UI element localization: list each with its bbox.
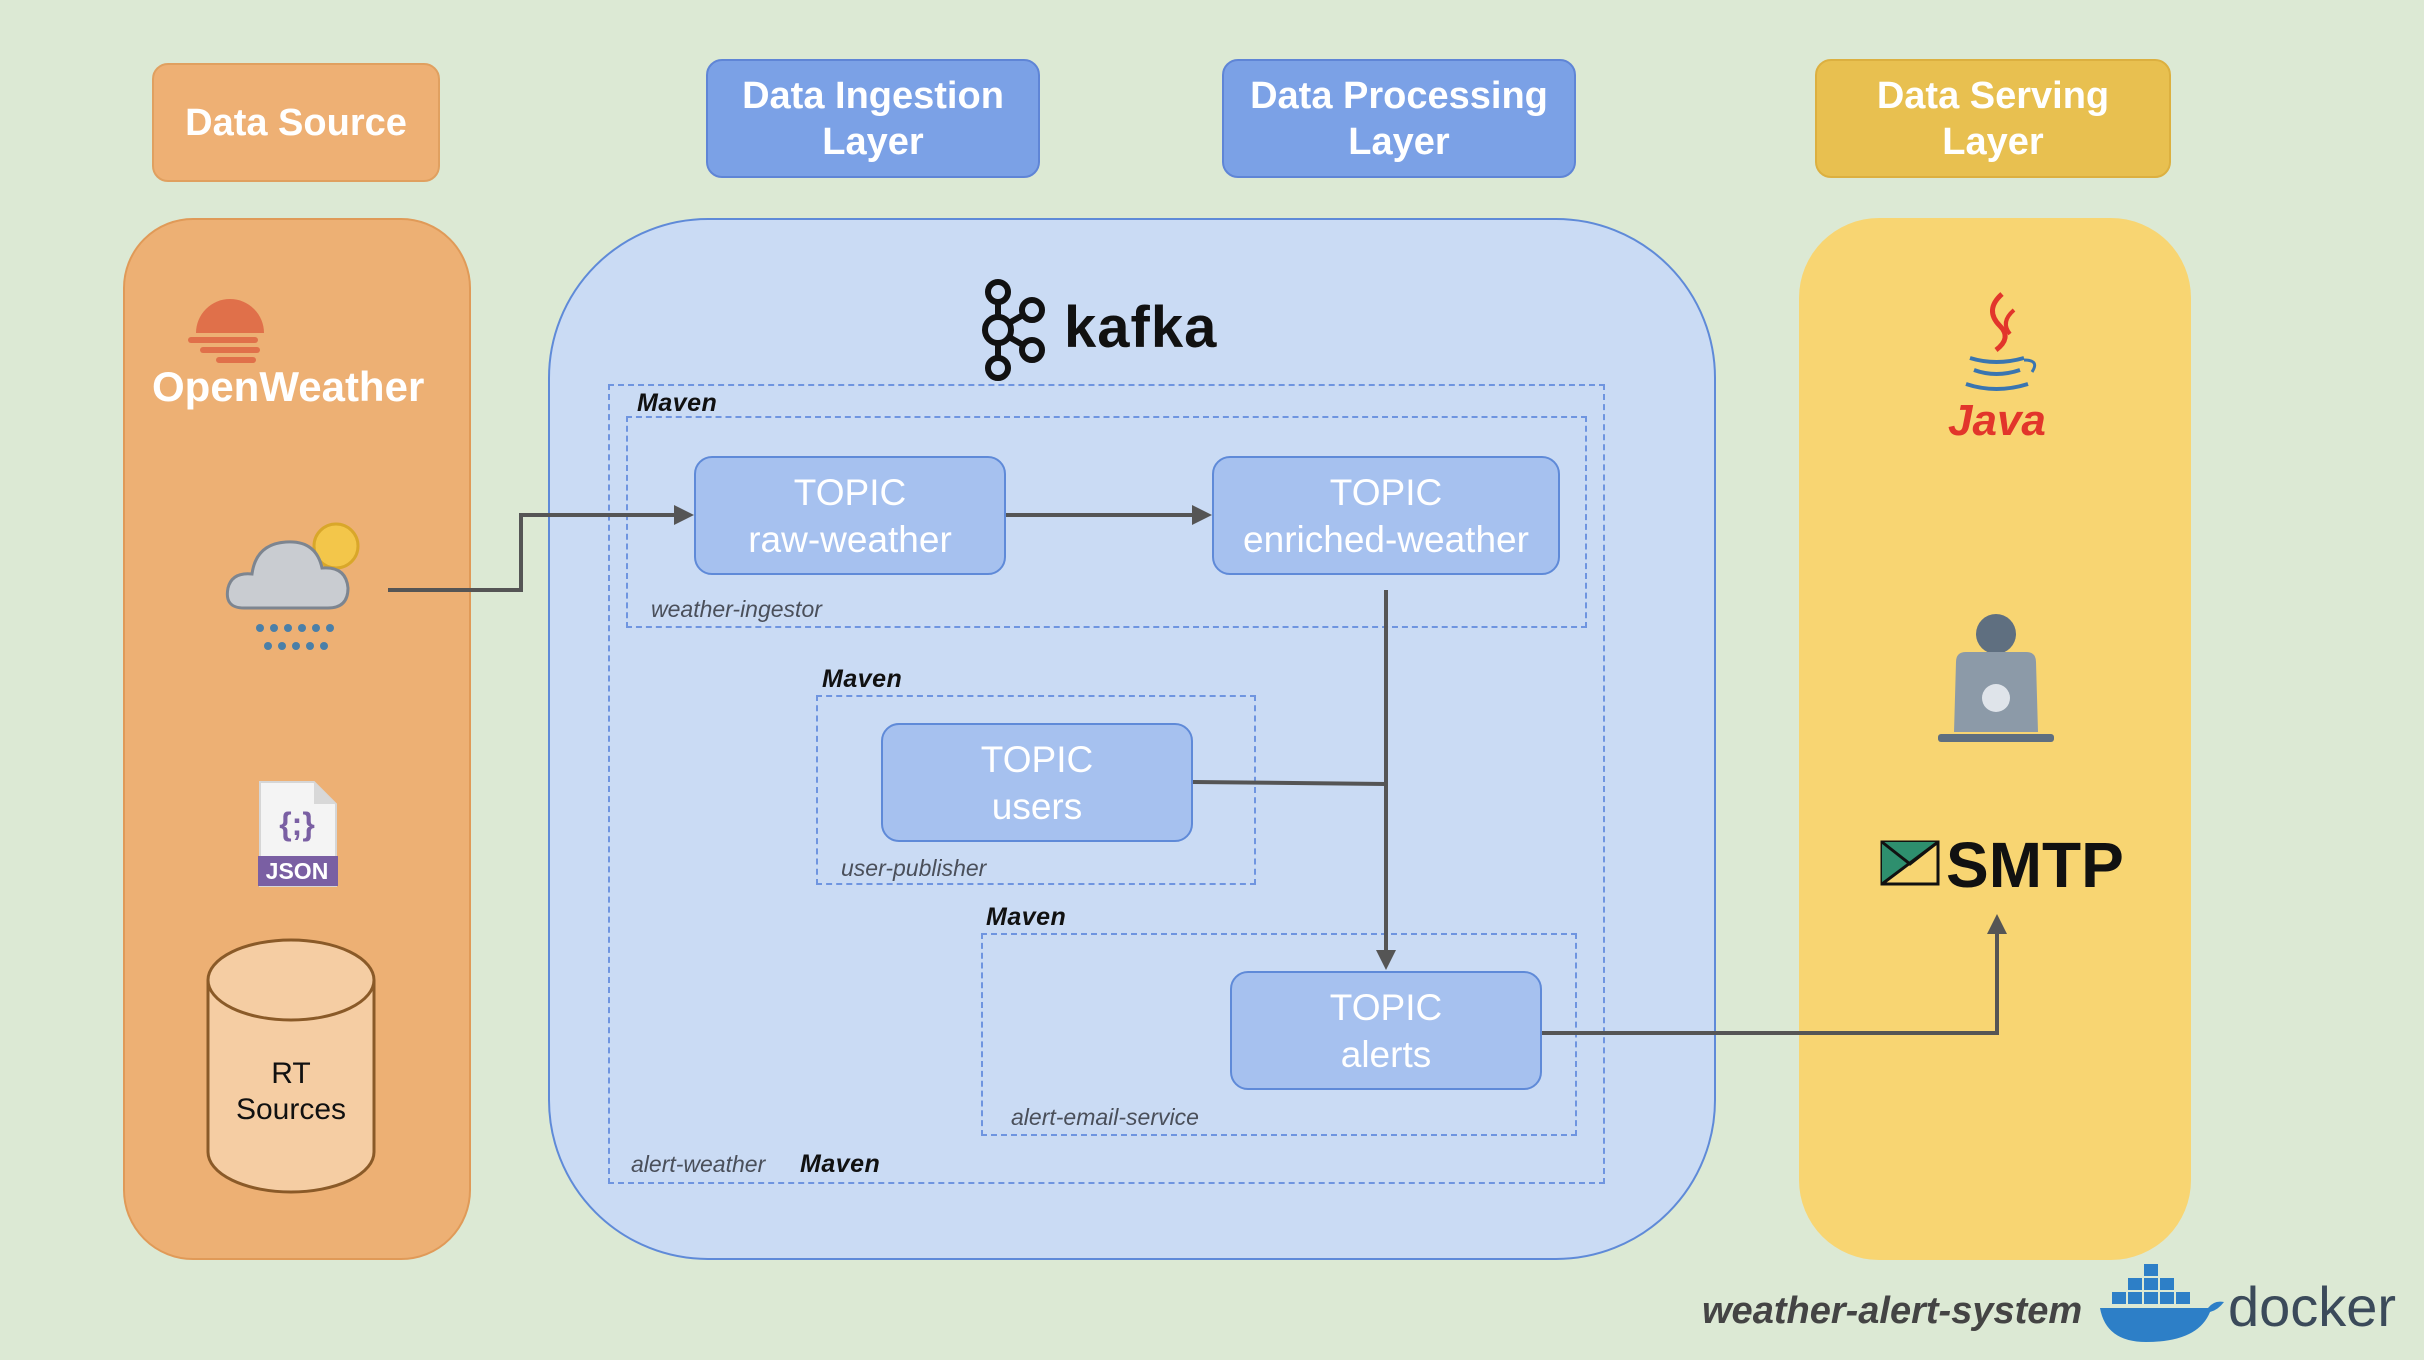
topic-name: enriched-weather bbox=[1243, 518, 1529, 560]
topic-word: TOPIC bbox=[980, 738, 1094, 780]
maven-label: Maven bbox=[637, 389, 718, 417]
kafka-logo-icon bbox=[982, 279, 1045, 381]
topic-word: TOPIC bbox=[1329, 471, 1443, 513]
topic-word: TOPIC bbox=[793, 471, 907, 513]
java-logo: Java bbox=[1944, 290, 2048, 456]
java-label: Java bbox=[1948, 396, 2046, 445]
rt-sources-label: RT Sources bbox=[235, 1057, 347, 1126]
topic-raw-weather: TOPIC raw-weather bbox=[694, 456, 1006, 575]
service-name-alert-email-service: alert-email-service bbox=[1011, 1104, 1199, 1130]
weather-ingestor-service-box bbox=[626, 416, 1587, 628]
arrow-alerts-to-smtp bbox=[1542, 914, 2007, 1035]
smtp-label: SMTP bbox=[1946, 829, 2124, 901]
topic-word: TOPIC bbox=[1329, 986, 1443, 1028]
maven-label: Maven bbox=[800, 1150, 881, 1178]
maven-label: Maven bbox=[822, 665, 903, 693]
connector-users-to-join bbox=[1192, 780, 1387, 786]
rt-sources-database: RT Sources bbox=[206, 938, 376, 1196]
docker-label: docker bbox=[2228, 1275, 2397, 1338]
topic-name: alerts bbox=[1340, 1033, 1432, 1075]
database-cylinder-icon bbox=[206, 938, 376, 1194]
service-name-alert-weather: alert-weather bbox=[631, 1151, 766, 1177]
kafka-logo: kafka bbox=[976, 278, 1226, 382]
rain-cloud-icon bbox=[225, 522, 360, 650]
service-name-user-publisher: user-publisher bbox=[841, 855, 987, 881]
maven-label: Maven bbox=[986, 903, 1067, 931]
java-cup-icon bbox=[1965, 292, 2037, 391]
service-name-weather-ingestor: weather-ingestor bbox=[651, 596, 822, 622]
header-data-source: Data Source bbox=[152, 63, 440, 182]
header-data-serving: Data Serving Layer bbox=[1815, 59, 2171, 178]
laptop-user-icon bbox=[1938, 614, 2054, 742]
topic-name: users bbox=[991, 785, 1083, 827]
smtp-logo: SMTP bbox=[1880, 824, 2124, 902]
kafka-label: kafka bbox=[1064, 295, 1218, 360]
docker-whale-icon bbox=[2100, 1264, 2224, 1342]
arrow-source-to-raw-weather bbox=[388, 505, 694, 592]
docker-logo: docker bbox=[2098, 1264, 2398, 1344]
topic-users: TOPIC users bbox=[881, 723, 1193, 842]
openweather-label: OpenWeather bbox=[152, 363, 425, 410]
user-publisher-service-box bbox=[816, 695, 1256, 885]
json-file-icon: {;} JSON bbox=[256, 780, 338, 888]
header-data-ingestion: Data Ingestion Layer bbox=[706, 59, 1040, 178]
alert-weather-service-box bbox=[608, 384, 1605, 1184]
openweather-sun-icon bbox=[188, 299, 264, 363]
json-badge: JSON bbox=[265, 858, 329, 884]
svg-text:{;}: {;} bbox=[279, 806, 315, 842]
header-data-processing: Data Processing Layer bbox=[1222, 59, 1576, 178]
topic-alerts: TOPIC alerts bbox=[1230, 971, 1542, 1090]
smtp-envelope-icon bbox=[1880, 840, 1940, 886]
system-name: weather-alert-system bbox=[1702, 1290, 2083, 1332]
openweather-logo: OpenWeather bbox=[150, 285, 450, 415]
topic-enriched-weather: TOPIC enriched-weather bbox=[1212, 456, 1560, 575]
topic-name: raw-weather bbox=[748, 518, 952, 560]
